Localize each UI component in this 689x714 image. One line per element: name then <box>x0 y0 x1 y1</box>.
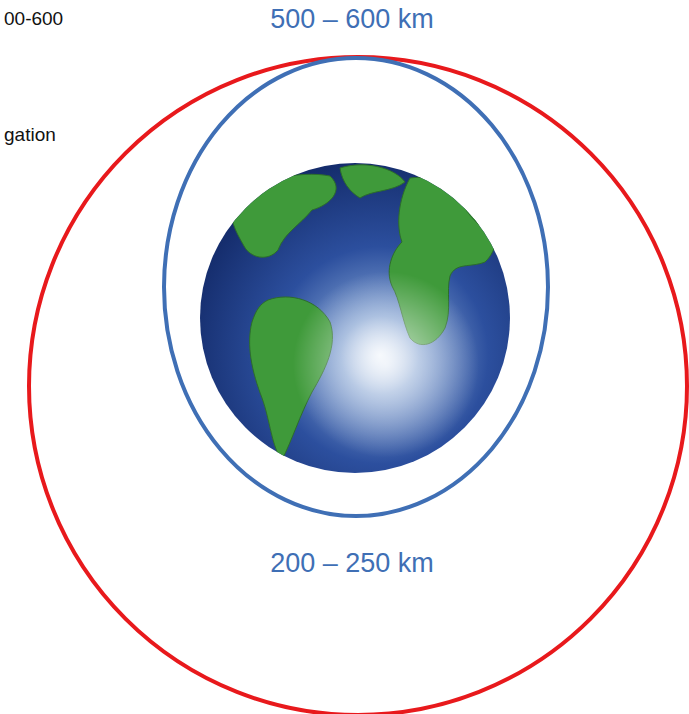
perigee-label: 200 – 250 km <box>270 548 434 579</box>
apogee-label: 500 – 600 km <box>270 4 434 35</box>
note-text: gation <box>4 124 56 146</box>
note-text: 00-600 <box>4 8 63 30</box>
earth-globe <box>200 163 510 473</box>
elliptical-orbit <box>164 58 548 516</box>
outer-orbit <box>29 57 687 714</box>
